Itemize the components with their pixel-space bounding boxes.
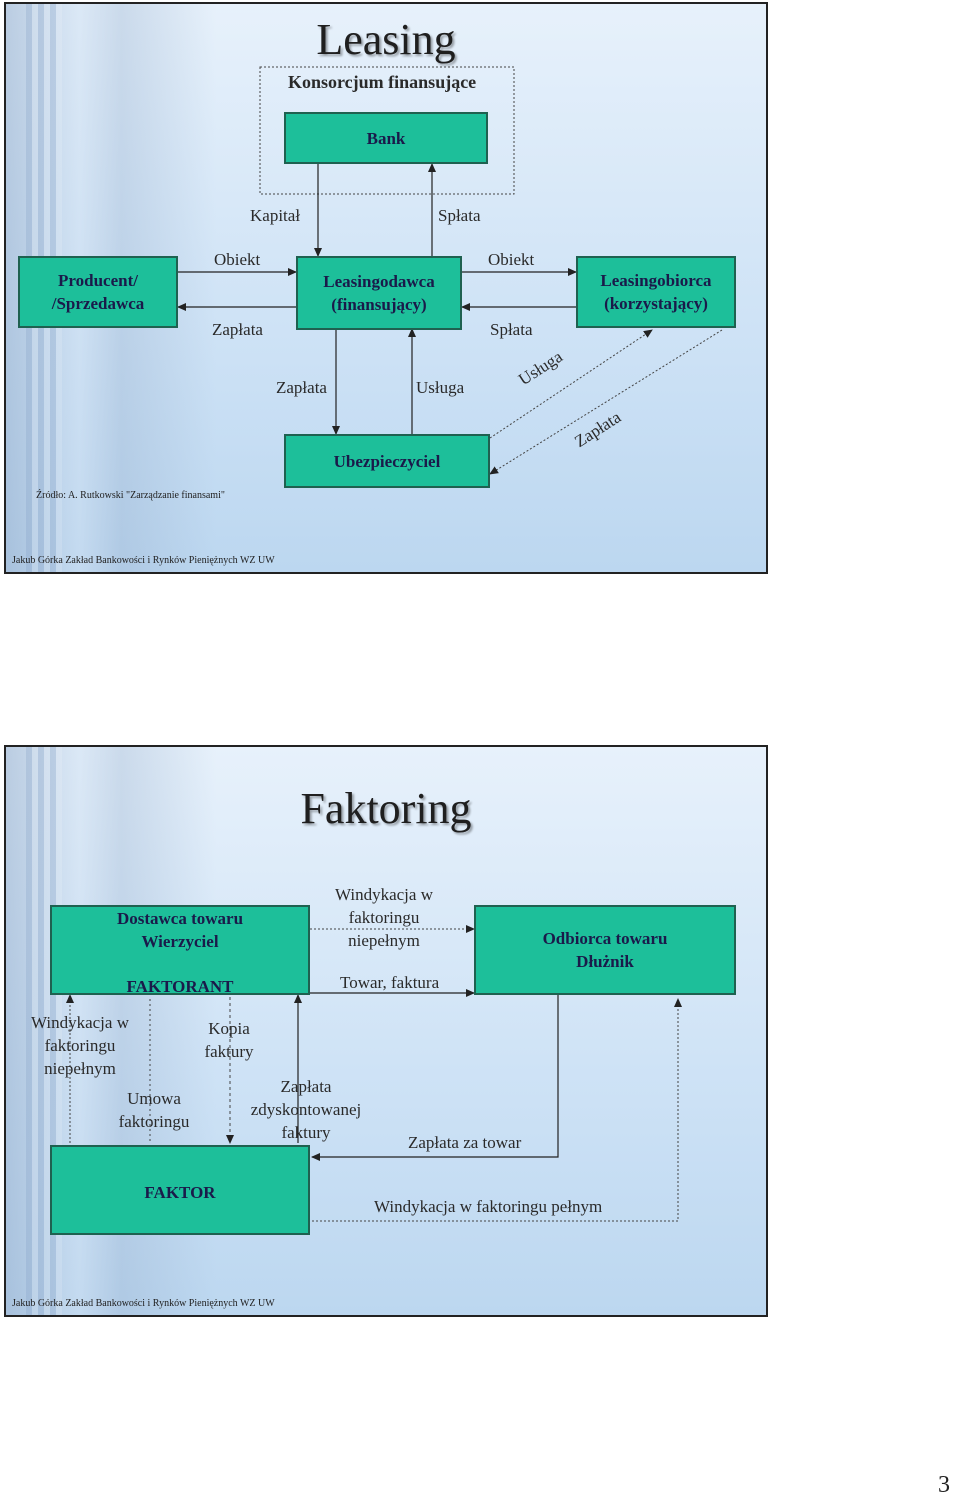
factor-box: FAKTOR (50, 1145, 310, 1235)
factoring-agreement-label: Umowa faktoringu (118, 1089, 190, 1131)
slide-title: Faktoring (300, 784, 472, 833)
collection-partial-left-label: Windykacja w faktoringu niepełnym (31, 1013, 129, 1078)
page-number: 3 (938, 1472, 950, 1498)
goods-invoice-label: Towar, faktura (340, 973, 440, 992)
object-left-label: Obiekt (214, 250, 261, 269)
repayment-top-label: Spłata (438, 206, 481, 225)
lessor-box: Leasingodawca (finansujący) (296, 256, 462, 330)
service-insurer-label: Usługa (416, 378, 465, 397)
slide-factoring: Faktoring Dostawca towaru Wierzyciel FAK… (4, 745, 768, 1317)
slide-footer: Jakub Górka Zakład Bankowości i Rynków P… (12, 555, 275, 566)
leasing-connectors (177, 66, 723, 475)
capital-label: Kapitał (250, 206, 301, 225)
lessee-box: Leasingobiorca (korzystający) (576, 256, 736, 328)
discounted-payment-label: Zapłata zdyskontowanej faktury (250, 1077, 362, 1142)
object-right-label: Obiekt (488, 250, 535, 269)
insurer-box: Ubezpieczyciel (284, 434, 490, 488)
factoring-connectors (66, 925, 682, 1222)
bank-box: Bank (284, 112, 488, 164)
producer-box: Producent/ /Sprzedawca (18, 256, 178, 328)
recipient-box: Odbiorca towaru Dłużnik (474, 905, 736, 995)
supplier-box: Dostawca towaru Wierzyciel FAKTORANT (50, 905, 310, 996)
slide-title: Leasing (316, 15, 456, 64)
consortium-label: Konsorcjum finansujące (288, 72, 477, 92)
slide-footer: Jakub Górka Zakład Bankowości i Rynków P… (12, 1298, 275, 1309)
payment-for-goods-label: Zapłata za towar (408, 1133, 522, 1152)
consortium-frame (259, 66, 515, 195)
slide-leasing: Leasing Konsorcjum finansujące Bank Prod… (4, 2, 768, 574)
source-note: Źródło: A. Rutkowski "Zarządzanie finans… (36, 490, 225, 501)
repayment-right-label: Spłata (490, 320, 533, 339)
payment-insurer-label: Zapłata (276, 378, 327, 397)
full-factoring-collection-label: Windykacja w faktoringu pełnym (374, 1197, 603, 1216)
payment-left-label: Zapłata (212, 320, 263, 339)
invoice-copy-label: Kopia faktury (204, 1019, 254, 1061)
collection-partial-top-label: Windykacja w faktoringu niepełnym (335, 885, 433, 950)
